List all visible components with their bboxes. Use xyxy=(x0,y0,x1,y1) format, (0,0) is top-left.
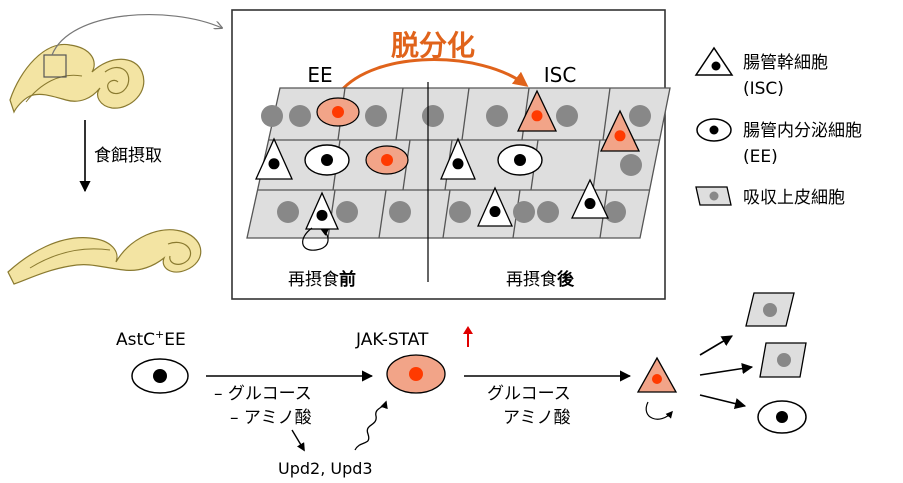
enterocyte-nucleus xyxy=(537,201,559,223)
isc-label: ISC xyxy=(544,63,577,87)
upd-label: Upd2, Upd3 xyxy=(278,459,373,478)
cell-boundary xyxy=(602,87,611,141)
isc-cell-nucleus xyxy=(268,158,280,170)
enterocyte-nucleus xyxy=(556,105,578,127)
differentiation-arrow-2 xyxy=(699,362,754,376)
cell-boundary xyxy=(442,189,451,239)
cell-boundary xyxy=(395,87,404,141)
isc-cell-nucleus xyxy=(489,206,501,218)
midgut-illustration-before xyxy=(9,43,145,114)
differentiation-arrow-3 xyxy=(699,394,747,410)
after-label: 再摂食後 xyxy=(506,269,575,290)
legend: 腸管幹細胞 (ISC) 腸管内分泌細胞 (EE) 吸収上皮細胞 xyxy=(694,46,862,208)
dedifferentiation-arrow xyxy=(338,58,529,93)
astc-ee-label: AstC+EE xyxy=(116,328,186,350)
legend-isc-line1: 腸管幹細胞 xyxy=(743,52,828,73)
self-renewal-arrow xyxy=(645,401,673,420)
enterocyte-nucleus xyxy=(486,105,508,127)
enterocyte-nucleus xyxy=(336,201,358,223)
arrow2-line2: アミノ酸 xyxy=(503,408,571,428)
enterocyte-nucleus xyxy=(289,105,311,127)
astc-ee-cell xyxy=(131,358,189,394)
ee-nucleus xyxy=(321,154,333,166)
progeny-ee-cell xyxy=(757,400,807,434)
arrow1-line2: – アミノ酸 xyxy=(230,408,312,428)
isc-cell-nucleus xyxy=(316,209,328,221)
cell-boundary xyxy=(461,87,470,141)
progeny-enterocyte-1 xyxy=(745,292,795,327)
enterocyte-nucleus xyxy=(620,154,642,176)
enterocyte-nucleus xyxy=(365,105,387,127)
enterocyte-nucleus xyxy=(513,201,535,223)
dedifferentiating-ee-nucleus xyxy=(381,154,393,166)
dedifferentiating-ee-nucleus xyxy=(332,106,344,118)
ee-nucleus xyxy=(514,154,526,166)
before-label: 再摂食前 xyxy=(288,269,356,290)
cell-boundary xyxy=(378,189,387,239)
legend-ee-icon xyxy=(696,118,732,142)
cell-boundary xyxy=(592,139,601,191)
upd-signal-squiggle xyxy=(354,400,388,451)
legend-enterocyte-icon xyxy=(695,186,732,206)
enterocyte-nucleus xyxy=(261,105,283,127)
epithelium-sheet xyxy=(246,87,671,239)
jakstat-label: JAK-STAT xyxy=(355,330,429,350)
enterocyte-nucleus xyxy=(604,201,626,223)
ee-label: EE xyxy=(307,63,332,87)
legend-isc-line2: (ISC) xyxy=(743,79,784,99)
midgut-illustration-after xyxy=(7,229,202,285)
isc-cell-nucleus xyxy=(584,198,596,210)
legend-enterocyte-line1: 吸収上皮細胞 xyxy=(743,188,845,208)
feeding-label: 食餌摂取 xyxy=(94,146,162,166)
zoom-arrow xyxy=(51,14,222,56)
progeny-enterocyte-2 xyxy=(759,342,807,378)
arrow1-line1: – グルコース xyxy=(214,384,312,404)
derived-isc-cell-nucleus xyxy=(531,110,543,122)
isc-cell-nucleus xyxy=(452,158,464,170)
self-renewal-arrow-panel xyxy=(302,227,329,251)
derived-isc-cell-nucleus xyxy=(614,130,626,142)
enterocyte-nucleus xyxy=(629,105,651,127)
zoom-box xyxy=(43,54,67,78)
differentiation-arrow-1 xyxy=(699,335,733,356)
enterocyte-nucleus xyxy=(277,201,299,223)
upd-arrow xyxy=(291,429,305,452)
panel-title: 脱分化 xyxy=(391,29,475,62)
enterocyte-nucleus xyxy=(449,201,471,223)
legend-ee-line1: 腸管内分泌細胞 xyxy=(743,121,862,141)
enterocyte-nucleus xyxy=(389,201,411,223)
arrow2-line1: グルコース xyxy=(487,384,571,404)
derived-isc-cell xyxy=(636,356,678,393)
dedifferentiating-ee-cell xyxy=(386,354,446,394)
legend-isc-icon xyxy=(694,46,734,76)
upregulation-arrowhead xyxy=(463,326,473,334)
legend-ee-line2: (EE) xyxy=(743,147,778,167)
enterocyte-nucleus xyxy=(422,105,444,127)
